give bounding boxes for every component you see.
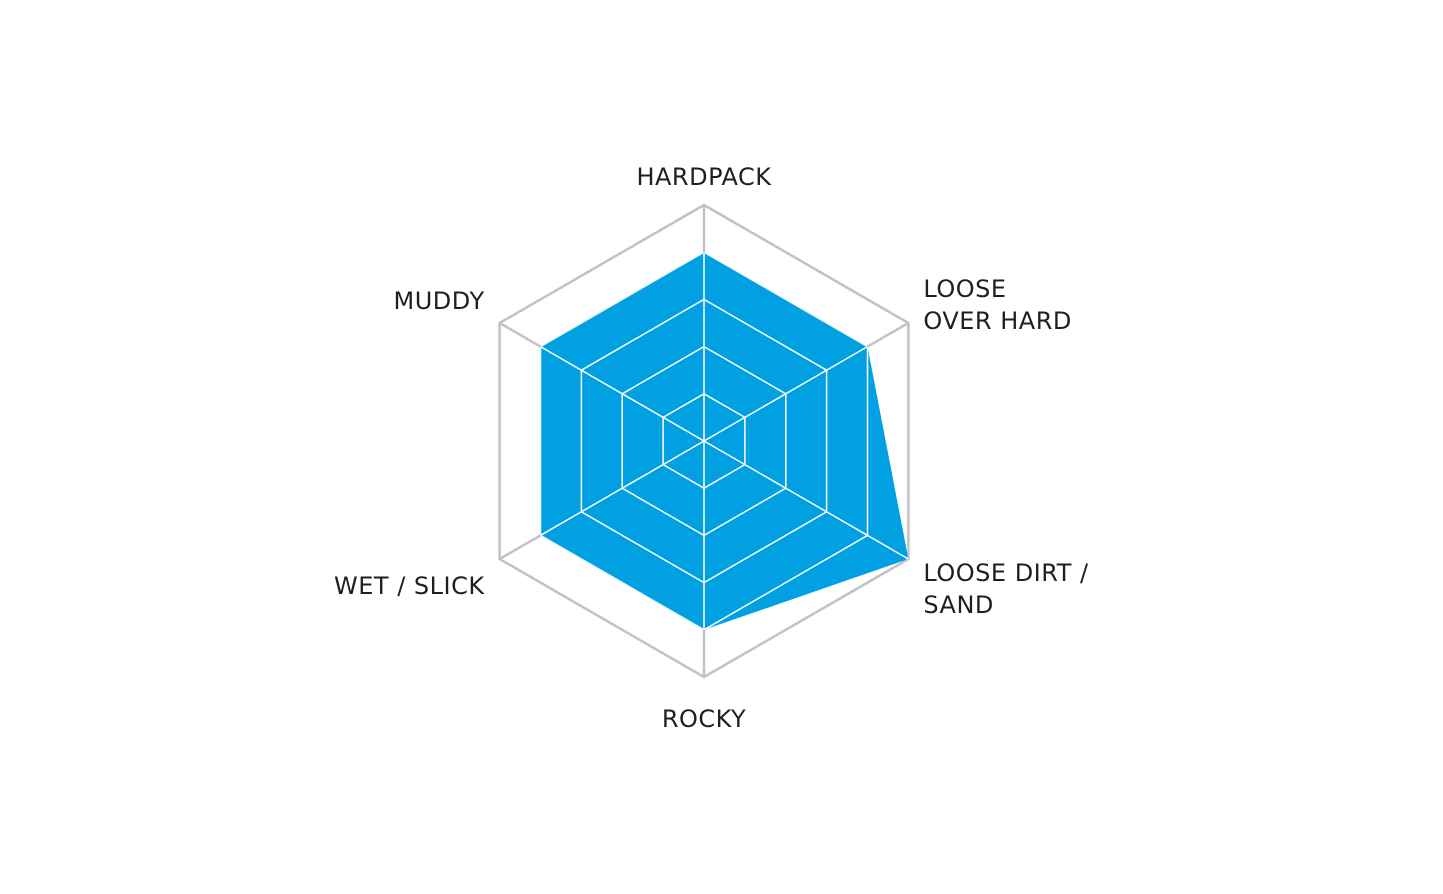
grid-spoke xyxy=(540,322,705,442)
axis-label-line: WET / SLICK xyxy=(334,572,485,600)
inner-grid xyxy=(540,252,909,630)
axis-label-line: LOOSE DIRT / xyxy=(923,559,1089,587)
axis-label-line: HARDPACK xyxy=(636,163,772,191)
axis-label: LOOSE DIRT / SAND xyxy=(923,559,1089,619)
axis-labels: HARDPACK LOOSE OVER HARD LOOSE DIRT / SAND RO… xyxy=(334,163,1089,733)
axis-label: MUDDY xyxy=(394,287,485,315)
axis-label: HARDPACK xyxy=(636,163,772,191)
grid-spoke xyxy=(540,440,705,560)
axis-label-line: MUDDY xyxy=(394,287,485,315)
grid-spoke xyxy=(703,440,909,560)
axis-label-line: OVER HARD xyxy=(923,307,1071,335)
data-area xyxy=(540,252,909,630)
axis-label: WET / SLICK xyxy=(334,572,485,600)
axis-label: ROCKY xyxy=(662,705,746,733)
axis-label: LOOSE OVER HARD xyxy=(923,275,1071,335)
axis-label-line: LOOSE xyxy=(923,275,1006,303)
axis-label-line: ROCKY xyxy=(662,705,746,733)
axis-label-line: SAND xyxy=(923,591,994,619)
